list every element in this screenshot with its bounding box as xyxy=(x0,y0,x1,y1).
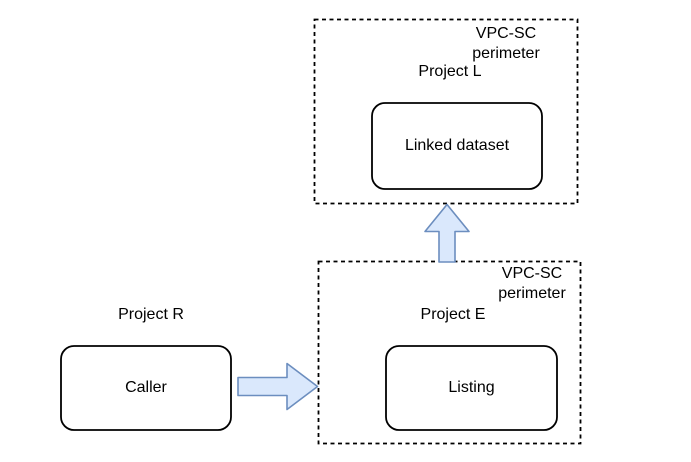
vpc-sc-perimeter-label-top: VPC-SC perimeter xyxy=(446,24,566,64)
project-r-label: Project R xyxy=(118,306,184,323)
caller-label: Caller xyxy=(125,379,167,396)
listing-label: Listing xyxy=(448,379,495,396)
perimeter-label-line1: VPC-SC xyxy=(475,25,537,42)
vpc-sc-perimeter-box-top xyxy=(313,18,579,205)
vpc-sc-perimeter-label-bottom: VPC-SC perimeter xyxy=(472,264,592,304)
caller-node xyxy=(60,345,232,431)
linked-dataset-label: Linked dataset xyxy=(404,137,510,154)
perimeter-label-line1: VPC-SC xyxy=(501,265,563,282)
linked-dataset-node xyxy=(371,102,543,190)
project-e-label: Project E xyxy=(420,306,486,323)
perimeter-label-line2: perimeter xyxy=(498,285,566,302)
project-l-label: Project L xyxy=(418,63,482,80)
listing-node xyxy=(385,345,558,431)
perimeter-label-line2: perimeter xyxy=(472,45,540,62)
right-arrow-caller-to-listing xyxy=(237,362,319,411)
up-arrow-listing-to-linked-dataset xyxy=(424,203,470,263)
